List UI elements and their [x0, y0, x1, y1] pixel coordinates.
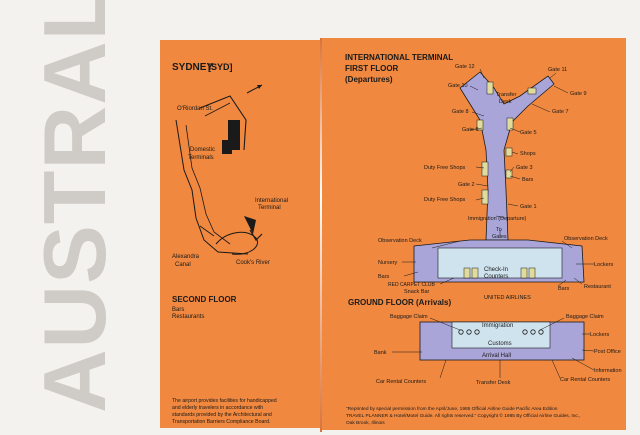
- international-label-1: International: [255, 198, 288, 204]
- observation-deck-left-label: Observation Deck: [378, 238, 422, 244]
- baggage-claim-left-label: Baggage Claim: [390, 314, 428, 320]
- shops-label: Shops: [520, 151, 536, 157]
- gate-3-label: Gate 3: [516, 165, 533, 171]
- footnote-line: TRAVEL PLANNER & Hotel/Motel Guide. All …: [346, 412, 580, 419]
- sydney-site-map: [175, 84, 263, 255]
- gate-8-label: Gate 8: [452, 109, 469, 115]
- domestic-label-2: Terminals: [188, 155, 214, 161]
- gate-5-label: Gate 5: [520, 130, 537, 136]
- international-label-2: Terminal: [258, 205, 281, 211]
- ground-floor-heading: GROUND FLOOR (Arrivals): [348, 298, 451, 307]
- bars-right-label: Bars: [558, 286, 570, 292]
- sydney-code: [SYD]: [208, 62, 233, 72]
- lockers-ground-label: Lockers: [590, 332, 610, 338]
- check-in-label-1: Check-In: [484, 267, 508, 273]
- terminal-title: INTERNATIONAL TERMINAL: [345, 53, 453, 62]
- to-gates-label-2: Gates: [492, 234, 507, 240]
- bank-label: Bank: [374, 350, 387, 356]
- second-floor-item: Bars: [172, 307, 184, 313]
- immigration-departure-label: Immigration (Departure): [468, 216, 527, 222]
- gate-2-label: Gate 2: [458, 182, 475, 188]
- restaurant-label: Restaurant: [584, 284, 611, 290]
- first-floor-plan: [402, 68, 594, 287]
- immigration-arrival-label: Immigration: [482, 323, 513, 329]
- nursery-label: Nursery: [378, 260, 398, 266]
- gate-7-label: Gate 7: [552, 109, 569, 115]
- baggage-claim-right-label: Baggage Claim: [566, 314, 604, 320]
- transfer-desk-label: Transfer Desk: [476, 380, 511, 386]
- gate-6-label: Gate 6: [462, 127, 479, 133]
- canal-label-1: Alexandra: [172, 254, 200, 260]
- canal-label-2: Canal: [175, 262, 191, 268]
- gate-9-label: Gate 9: [570, 91, 587, 97]
- footnote-line: Oak Brook, Illinois: [346, 420, 385, 426]
- gate-10-label: Gate 10: [448, 83, 468, 89]
- accessibility-note-line: and elderly travelers in accordance with: [172, 405, 263, 411]
- second-floor-heading: SECOND FLOOR: [172, 295, 237, 304]
- river-label: Cook's River: [236, 260, 270, 266]
- duty-free-label-2: Duty Free Shops: [424, 197, 466, 203]
- observation-deck-right-label: Observation Deck: [564, 236, 608, 242]
- arrival-hall-label: Arrival Hall: [482, 353, 511, 359]
- bars-first-label: Bars: [378, 274, 390, 280]
- street-label: O'Riordan St.: [177, 106, 213, 112]
- accessibility-note-line: Transportation Barriers Compliance Board…: [172, 419, 270, 425]
- departures-title: (Departures): [345, 75, 393, 84]
- post-office-label: Post Office: [594, 349, 621, 355]
- footnote-line: "Reprinted by special permission from th…: [346, 406, 558, 412]
- second-floor-item: Restaurants: [172, 314, 204, 320]
- transfer-label-1: Transfer: [496, 92, 516, 98]
- bars-label: Bars: [522, 177, 534, 183]
- transfer-label-2: Desk: [499, 99, 512, 105]
- floor-title: FIRST FLOOR: [345, 64, 399, 73]
- gate-12-label: Gate 12: [455, 64, 475, 70]
- car-rental-left-label: Car Rental Counters: [376, 379, 426, 385]
- domestic-label-1: Domestic: [190, 147, 215, 153]
- snack-bar-label: Snack Bar: [404, 289, 430, 295]
- ground-floor-plan: [392, 317, 595, 379]
- accessibility-note-line: standards provided by the Architectural …: [172, 412, 272, 418]
- customs-label: Customs: [488, 341, 512, 347]
- red-carpet-club-label: RED CARPET CLUB: [388, 282, 436, 288]
- gate-1-label: Gate 1: [520, 204, 537, 210]
- to-gates-label-1: To: [496, 227, 502, 233]
- united-airlines-label: UNITED AIRLINES: [484, 295, 531, 301]
- sydney-panel: [160, 40, 320, 428]
- car-rental-right-label: Car Rental Counters: [560, 377, 610, 383]
- check-in-label-2: Counters: [484, 274, 508, 280]
- lockers-first-label: Lockers: [594, 262, 614, 268]
- accessibility-note-line: The airport provides facilities for hand…: [172, 398, 277, 404]
- information-label: Information: [594, 368, 622, 374]
- page-fold: [320, 38, 322, 432]
- gate-11-label: Gate 11: [548, 67, 567, 73]
- duty-free-label-1: Duty Free Shops: [424, 165, 466, 171]
- sydney-title: SYDNEY: [172, 62, 213, 73]
